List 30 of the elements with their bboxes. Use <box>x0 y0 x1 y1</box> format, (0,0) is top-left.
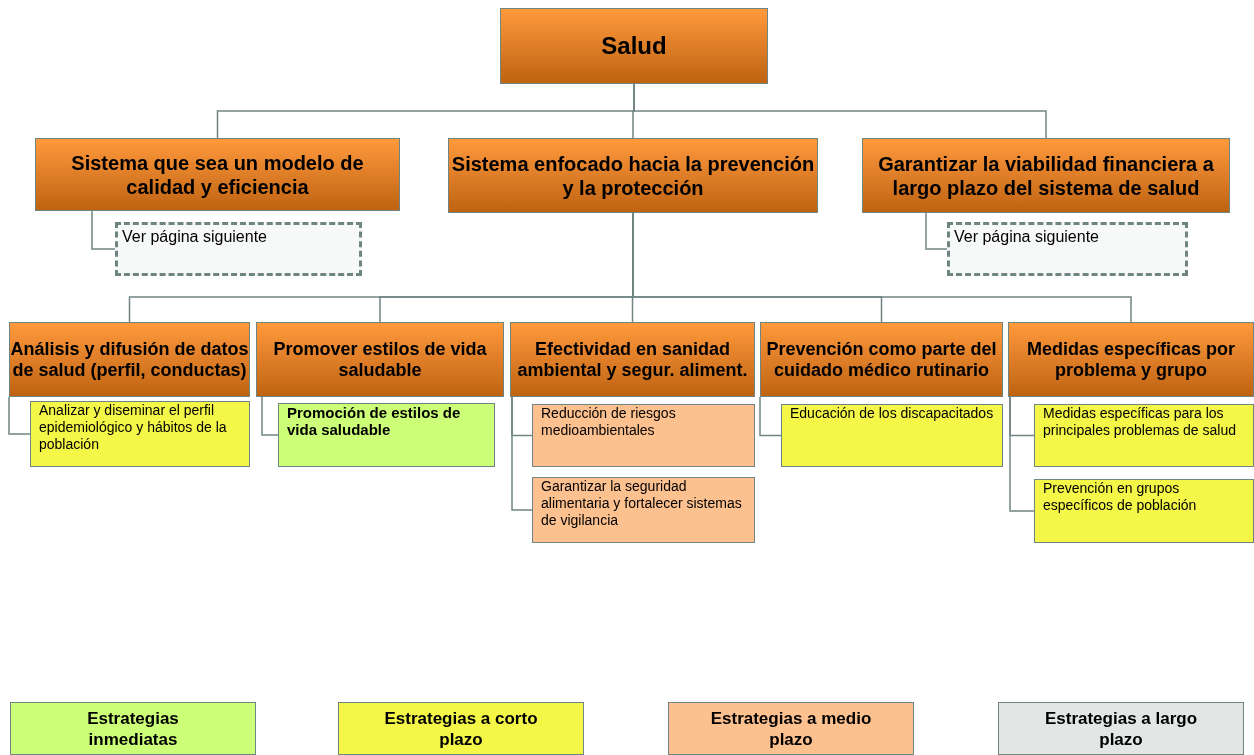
strategy-box: Educación de los discapacitados <box>781 404 1003 467</box>
note-box: Ver página siguiente <box>115 222 362 276</box>
objective-box: Análisis y difusión de datos de salud (perfil, conductas) <box>9 322 250 397</box>
connector-line <box>511 396 533 511</box>
objective-box: Promover estilos de vida saludable <box>256 322 504 397</box>
legend-swatch: Estrategias a largo plazo <box>998 702 1244 755</box>
legend-swatch: Estrategias inmediatas <box>10 702 256 755</box>
objective-box: Medidas específicas por problema y grupo <box>1008 322 1254 397</box>
strategy-box: Prevención en grupos específicos de población <box>1034 479 1254 543</box>
objective-box: Prevención como parte del cuidado médico rutinario <box>760 322 1003 397</box>
connector-line <box>633 83 1047 139</box>
goal-box: Sistema que sea un modelo de calidad y eficiencia <box>35 138 400 211</box>
legend-swatch: Estrategias a medio plazo <box>668 702 914 755</box>
root-box: Salud <box>500 8 768 84</box>
legend-swatch: Estrategias a corto plazo <box>338 702 584 755</box>
connector-line <box>8 396 31 435</box>
strategy-box: Medidas específicas para los principales problemas de salud <box>1034 404 1254 467</box>
connector-line <box>91 210 116 250</box>
objective-box: Efectividad en sanidad ambiental y segur. aliment. <box>510 322 755 397</box>
connector-line <box>759 396 782 437</box>
goal-box: Garantizar la viabilidad financiera a largo plazo del sistema de salud <box>862 138 1230 213</box>
connector-line <box>1009 396 1035 512</box>
goal-box: Sistema enfocado hacia la prevención y la protección <box>448 138 818 213</box>
strategy-box: Analizar y diseminar el perfil epidemiológico y hábitos de la población <box>30 401 250 467</box>
strategy-box: Promoción de estilos de vida saludable <box>278 403 495 467</box>
connector-line <box>261 396 279 436</box>
connector-line <box>925 212 948 250</box>
strategy-box: Reducción de riesgos medioambientales <box>532 404 755 467</box>
note-box: Ver página siguiente <box>947 222 1188 276</box>
strategy-box: Garantizar la seguridad alimentaria y fortalecer sistemas de vigilancia <box>532 477 755 543</box>
